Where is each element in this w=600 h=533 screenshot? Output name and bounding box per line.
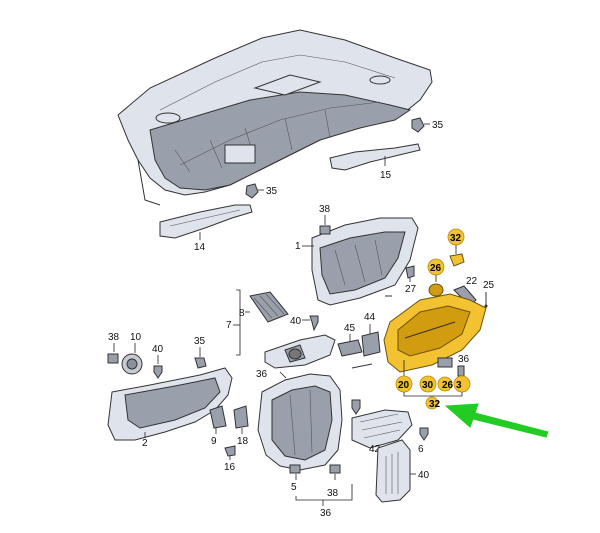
pin-part-25: 25 xyxy=(483,280,495,308)
label-3: 26 xyxy=(442,380,454,391)
bumper-part-26-top: 26 xyxy=(427,258,445,297)
labels-bottom-yellow: 20 30 26 3 32 xyxy=(395,360,471,410)
label-22: 22 xyxy=(466,276,478,287)
tray-part-6: 42 xyxy=(351,409,413,455)
label-25: 25 xyxy=(483,280,495,291)
label-26-top: 26 xyxy=(430,263,442,274)
label-7: 7 xyxy=(226,320,232,331)
screw-part-40-right xyxy=(351,399,361,415)
label-5: 40 xyxy=(418,470,430,481)
bracket-part-16: 18 xyxy=(233,405,249,447)
label-38-top: 38 xyxy=(319,204,331,215)
label-35-mid: 35 xyxy=(266,186,278,197)
switch-part-44: 44 xyxy=(351,312,381,369)
clip-part-36-top: 36 xyxy=(256,369,268,380)
label-4: 36 xyxy=(320,508,332,519)
label-40-mid: 40 xyxy=(290,316,302,327)
knee-panel-part-9: 2 xyxy=(107,367,233,449)
label-30: 20 xyxy=(398,380,410,391)
screw-part-40-mid: 40 xyxy=(290,315,319,332)
label-38-left: 38 xyxy=(108,332,120,343)
clip-part-38-top: 38 xyxy=(319,204,331,235)
label-14: 14 xyxy=(194,242,206,253)
label-15: 15 xyxy=(380,170,392,181)
spring-part-20: 36 xyxy=(457,354,470,377)
console-trim-part-6: 36 xyxy=(257,371,343,471)
label-35-left: 35 xyxy=(194,336,206,347)
screw-part-40-left: 40 xyxy=(152,344,164,379)
label-6: 42 xyxy=(369,444,381,455)
bracket-part-14: 14 xyxy=(159,204,253,253)
label-38-bottom: 5 xyxy=(291,482,297,493)
label-35-top: 35 xyxy=(432,120,444,131)
label-45: 45 xyxy=(344,323,356,334)
bracket-part-18: 9 16 xyxy=(209,405,236,473)
label-2: 32 xyxy=(429,399,441,410)
label-36-a: 36 xyxy=(256,369,268,380)
screw-part-27: 27 xyxy=(385,265,417,297)
clip-part-35-left: 35 xyxy=(194,336,207,369)
switch-part-45: 45 xyxy=(337,323,363,357)
dashboard-panel xyxy=(117,29,433,206)
label-18: 9 xyxy=(211,436,217,447)
screw-part-40-lower: 6 xyxy=(418,427,429,455)
label-8: 8 xyxy=(239,308,245,319)
label-20: 36 xyxy=(458,354,470,365)
label-40-lower: 6 xyxy=(418,444,424,455)
clip-part-35-mid: 35 xyxy=(245,183,278,199)
cover-part-5: 40 xyxy=(375,439,430,503)
glovebox-lid-part-2 xyxy=(383,293,487,373)
label-1: 1 xyxy=(295,241,301,252)
label-32-bottom: 3 xyxy=(456,380,462,391)
indicator-arrow xyxy=(444,403,549,438)
label-16: 18 xyxy=(237,436,249,447)
label-40-left: 40 xyxy=(152,344,164,355)
clip-part-38-left: 38 xyxy=(107,332,120,364)
label-10: 10 xyxy=(130,332,142,343)
knob-part-10: 10 xyxy=(121,332,143,375)
label-9: 2 xyxy=(142,438,148,449)
clip-part-32-top: 32 xyxy=(447,228,465,267)
vent-part-8: 8 7 xyxy=(226,289,289,356)
trim-part-7 xyxy=(264,334,336,369)
bottom-clips: 5 38 36 xyxy=(289,464,353,519)
label-27: 27 xyxy=(405,284,417,295)
label-36-bottom: 38 xyxy=(327,488,339,499)
clip-part-35-top: 35 xyxy=(411,117,444,133)
bracket-part-15: 15 xyxy=(329,143,421,181)
label-32-top: 32 xyxy=(450,233,462,244)
label-26-bottom: 30 xyxy=(422,380,434,391)
label-44: 44 xyxy=(364,312,376,323)
glovebox-housing-part-1: 1 xyxy=(295,217,419,306)
label-42: 16 xyxy=(224,462,236,473)
